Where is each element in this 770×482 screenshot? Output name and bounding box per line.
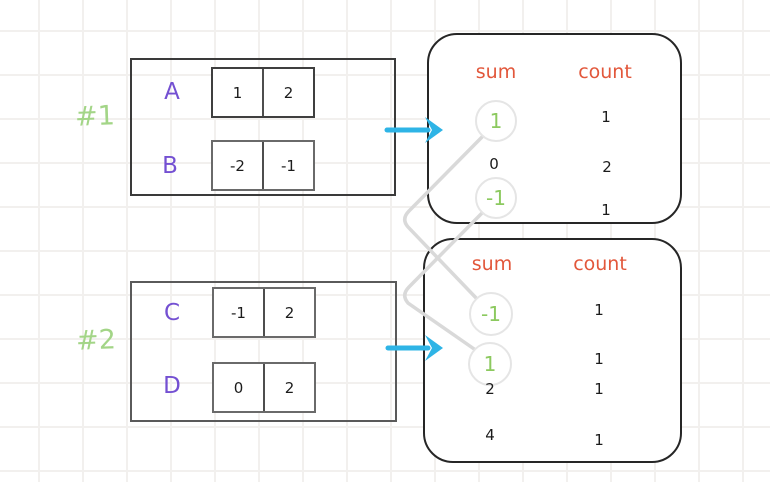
count-header: count [573, 253, 627, 275]
sum-value: 1 [489, 109, 503, 133]
array-label-d: D [163, 373, 181, 399]
group-label-2: #2 [75, 324, 117, 357]
sum-header: sum [475, 61, 517, 83]
count-value: 1 [594, 380, 604, 398]
sum-value: 1 [483, 352, 497, 376]
array-cells-c: -1 2 [212, 287, 316, 338]
sum-value: -1 [481, 302, 501, 326]
group-2-box [130, 281, 397, 422]
count-value: 1 [601, 108, 611, 126]
sum-header: sum [471, 253, 513, 275]
array-cell: 0 [214, 364, 265, 411]
array-cell: -2 [213, 142, 264, 189]
group-1-box [130, 58, 396, 196]
sum-value: 2 [485, 380, 495, 398]
array-label-c: C [163, 300, 181, 326]
count-header: count [578, 61, 632, 83]
count-value: 1 [601, 201, 611, 219]
array-cell: -1 [214, 289, 265, 336]
count-value: 1 [594, 301, 604, 319]
group-label-1: #1 [74, 100, 116, 133]
sum-value: -1 [486, 186, 506, 210]
array-cell: -1 [281, 156, 296, 175]
array-cell: 2 [284, 378, 295, 397]
sum-value: 4 [485, 426, 495, 444]
array-cells-b: -2 -1 [211, 140, 315, 191]
count-value: 2 [602, 158, 612, 176]
array-cells-d: 0 2 [212, 362, 316, 413]
array-cells-a: 1 2 [211, 67, 315, 118]
array-cell: 2 [284, 303, 295, 322]
sum-value: 0 [489, 155, 499, 173]
count-value: 1 [594, 350, 604, 368]
array-label-b: B [162, 153, 178, 179]
count-value: 1 [594, 431, 604, 449]
array-cell: 2 [283, 83, 294, 102]
array-label-a: A [164, 79, 180, 105]
array-cell: 1 [213, 69, 264, 116]
